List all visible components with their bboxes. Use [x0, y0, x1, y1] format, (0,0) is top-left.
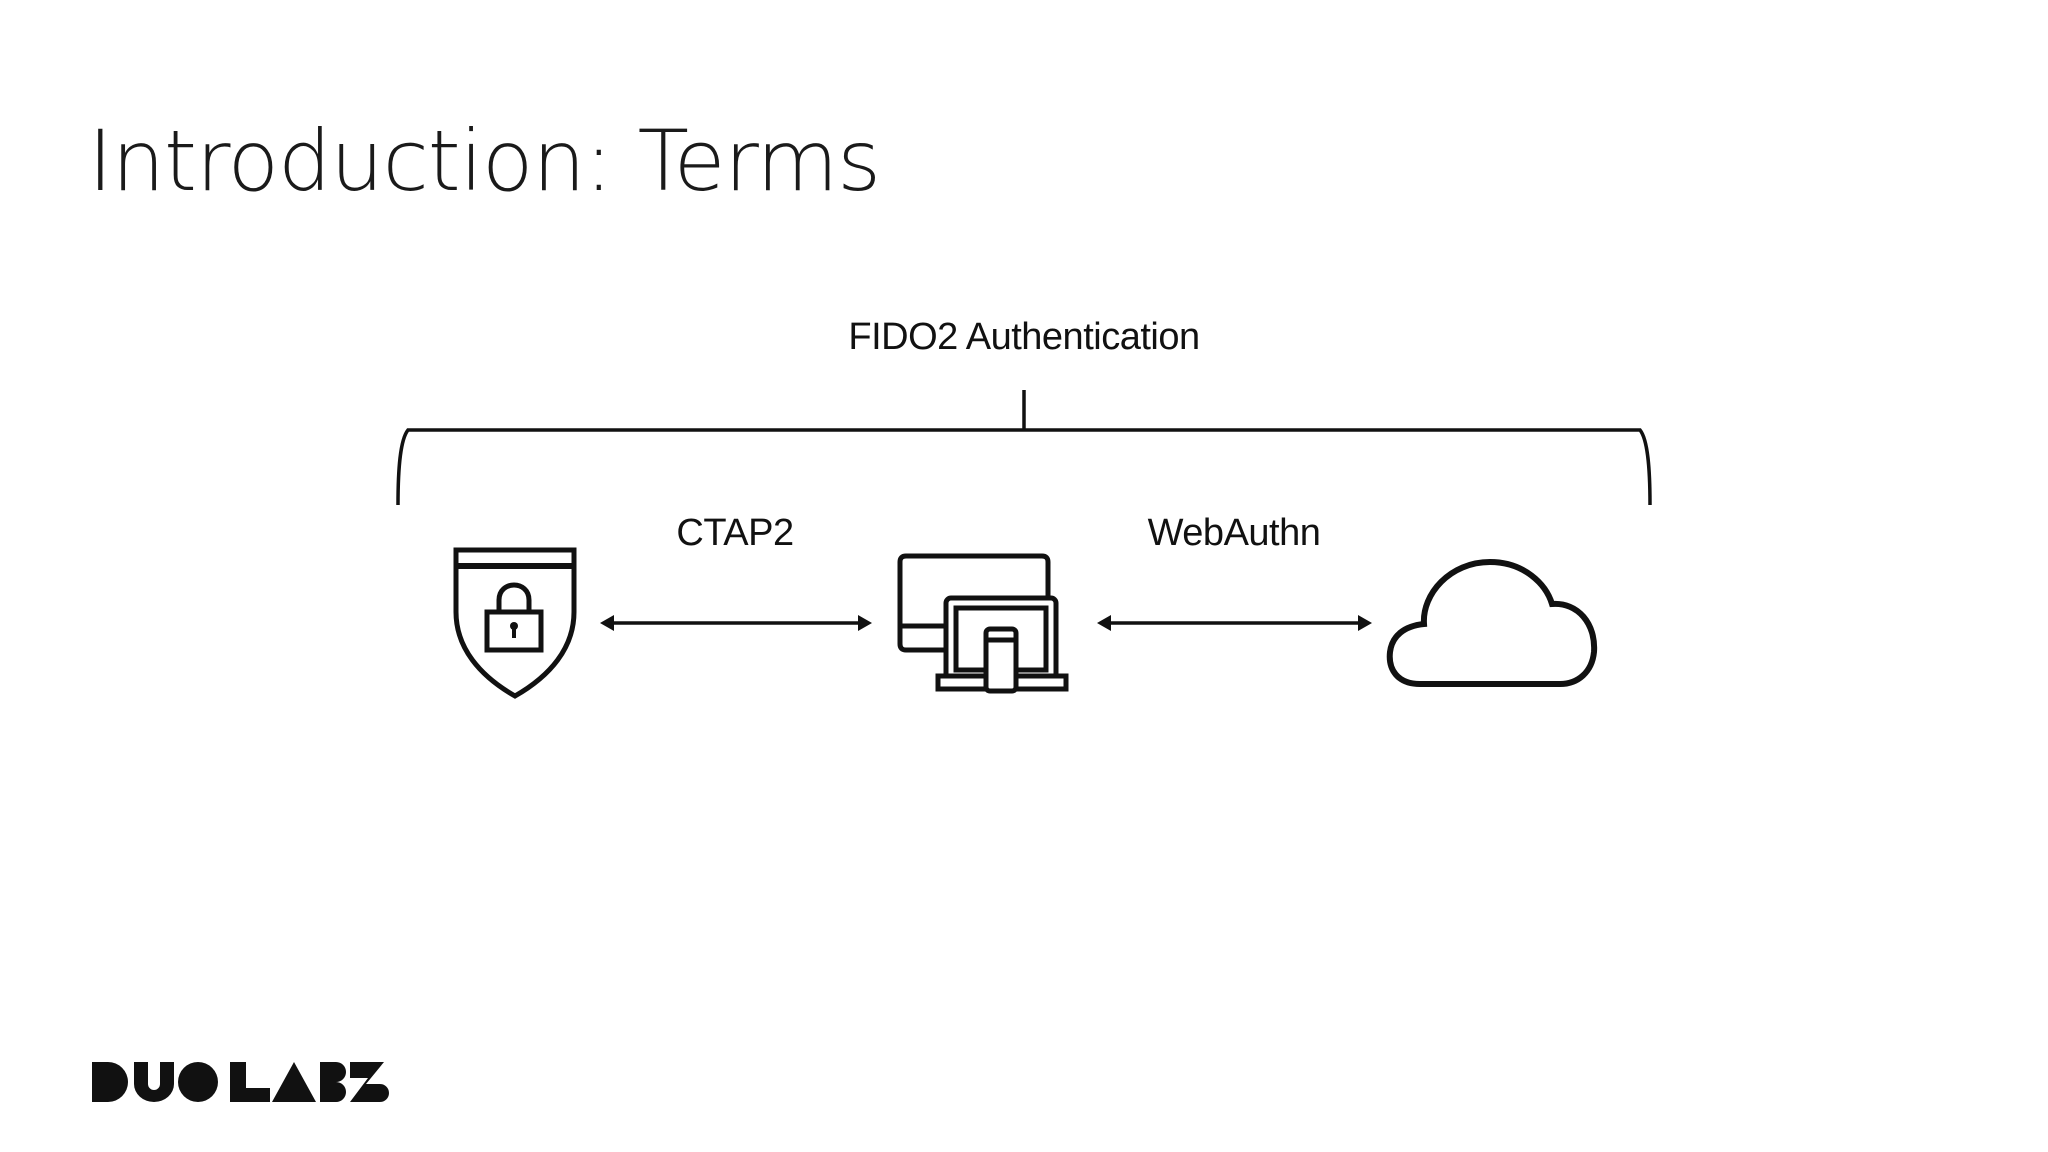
double-arrow-ctap2 — [600, 615, 872, 631]
security-key-shield-lock-icon — [453, 547, 577, 699]
bracket — [396, 390, 1652, 506]
cloud-server-icon — [1386, 558, 1598, 687]
ctap2-label: CTAP2 — [676, 512, 794, 554]
webauthn-label: WebAuthn — [1147, 512, 1321, 554]
slide-title: Introduction: Terms — [88, 112, 881, 210]
client-devices-icon — [897, 553, 1069, 694]
fido2-label: FIDO2 Authentication — [848, 316, 1200, 358]
double-arrow-webauthn — [1097, 615, 1372, 631]
duo-labs-logo — [92, 1062, 389, 1102]
